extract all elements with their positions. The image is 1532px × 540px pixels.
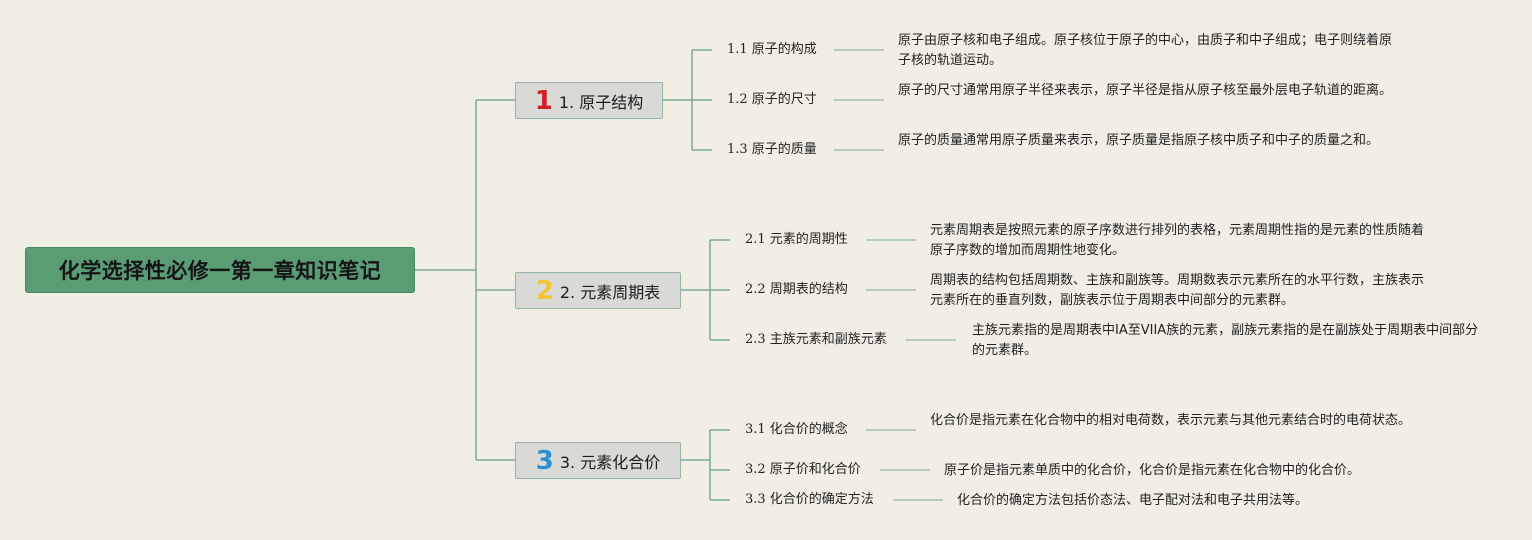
description-3-2: 原子价是指元素单质中的化合价，化合价是指元素在化合物中的化合价。 [944, 463, 1361, 478]
branch-number-badge: 3 [535, 445, 554, 476]
description-1-1: 原子由原子核和电子组成。原子核位于原子的中心，由质子和中子组成；电子则绕着原子核… [898, 33, 1393, 68]
root-topic[interactable]: 化学选择性必修一第一章知识笔记 [25, 247, 415, 293]
branch-number-badge: 1 [534, 85, 553, 116]
subtopic-3-1[interactable]: 3.1 化合价的概念 [745, 422, 848, 437]
subtopic-2-1[interactable]: 2.1 元素的周期性 [745, 232, 848, 247]
branch-periodic-table[interactable]: 2 2. 元素周期表 [515, 272, 681, 309]
description-3-1: 化合价是指元素在化合物中的相对电荷数，表示元素与其他元素结合时的电荷状态。 [930, 413, 1412, 428]
description-2-2: 周期表的结构包括周期数、主族和副族等。周期数表示元素所在的水平行数，主族表示元素… [930, 273, 1425, 308]
subtopic-1-1[interactable]: 1.1 原子的构成 [727, 42, 817, 57]
description-1-2: 原子的尺寸通常用原子半径来表示，原子半径是指从原子核至最外层电子轨道的距离。 [898, 83, 1393, 98]
branch-label: 1. 原子结构 [558, 92, 644, 112]
subtopic-1-3[interactable]: 1.3 原子的质量 [727, 142, 817, 157]
root-title: 化学选择性必修一第一章知识笔记 [58, 259, 382, 283]
description-3-3: 化合价的确定方法包括价态法、电子配对法和电子共用法等。 [957, 493, 1309, 508]
subtopic-2-2[interactable]: 2.2 周期表的结构 [745, 282, 848, 297]
subtopic-3-3[interactable]: 3.3 化合价的确定方法 [745, 492, 874, 507]
subtopic-2-3[interactable]: 2.3 主族元素和副族元素 [745, 332, 887, 347]
branch-valence[interactable]: 3 3. 元素化合价 [515, 442, 681, 479]
branch-atom-structure[interactable]: 1 1. 原子结构 [515, 82, 663, 119]
subtopic-3-2[interactable]: 3.2 原子价和化合价 [745, 462, 861, 477]
description-2-3: 主族元素指的是周期表中IA至VIIA族的元素，副族元素指的是在副族处于周期表中间… [972, 323, 1479, 358]
description-2-1: 元素周期表是按照元素的原子序数进行排列的表格，元素周期性指的是元素的性质随着原子… [930, 223, 1425, 258]
branch-number-badge: 2 [535, 275, 554, 306]
branch-label: 2. 元素周期表 [559, 282, 661, 302]
description-1-3: 原子的质量通常用原子质量来表示，原子质量是指原子核中质子和中子的质量之和。 [898, 133, 1380, 148]
branch-label: 3. 元素化合价 [559, 452, 661, 472]
subtopic-1-2[interactable]: 1.2 原子的尺寸 [727, 92, 817, 107]
